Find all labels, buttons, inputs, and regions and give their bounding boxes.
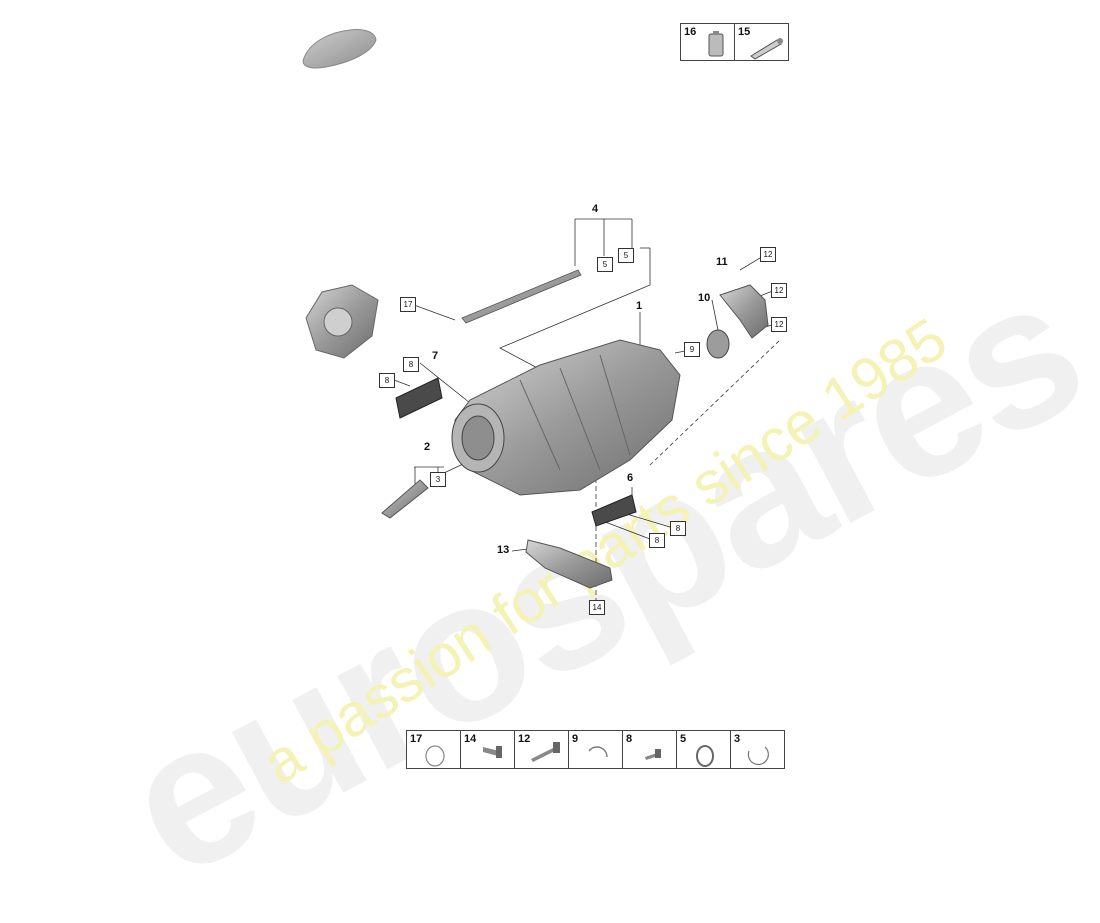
legend-cell-9: 9 — [569, 731, 623, 768]
legend-cell-14: 14 — [461, 731, 515, 768]
box-callout-17: 17 — [400, 297, 416, 312]
cover-part — [719, 284, 769, 339]
bracket-part — [395, 377, 443, 419]
oil-bottle-icon — [708, 31, 724, 57]
legend-num: 8 — [626, 733, 633, 745]
o-ring-icon — [425, 745, 445, 767]
bolt-icon — [483, 746, 502, 758]
box-callout-12b: 12 — [771, 283, 787, 298]
box-callout-8c: 8 — [670, 521, 686, 536]
legend-num: 14 — [464, 733, 477, 745]
box-callout-9: 9 — [684, 342, 700, 357]
exploded-view — [302, 29, 781, 600]
box-callout-8d: 8 — [649, 533, 665, 548]
legend-num: 17 — [410, 733, 423, 745]
legend-cell-12: 12 — [515, 731, 569, 768]
box-callout-8b: 8 — [379, 373, 395, 388]
mount-part — [525, 539, 613, 589]
box-callout-12: 12 — [760, 247, 776, 262]
callout-2: 2 — [424, 441, 431, 453]
seal-ring-icon — [696, 745, 714, 767]
short-bolt-icon — [645, 749, 661, 760]
callout-11: 11 — [716, 256, 728, 268]
legend-num: 12 — [518, 733, 531, 745]
legend-cell-5: 5 — [677, 731, 731, 768]
box-callout-5: 5 — [597, 257, 613, 272]
legend-cell-3: 3 — [731, 731, 784, 768]
top-parts-legend: 16 15 — [680, 23, 789, 61]
legend-num: 16 — [684, 26, 697, 38]
legend-cell-15: 15 — [735, 24, 788, 60]
input-shaft — [381, 479, 429, 519]
snap-ring-icon — [747, 746, 769, 766]
box-callout-12c: 12 — [771, 317, 787, 332]
car-silhouette-icon — [302, 29, 377, 69]
legend-num: 9 — [572, 733, 579, 745]
shaft-part — [461, 269, 582, 324]
grease-tube-icon — [750, 38, 783, 60]
legend-cell-17: 17 — [407, 731, 461, 768]
box-callout-14: 14 — [589, 600, 605, 615]
callout-1: 1 — [636, 300, 643, 312]
legend-cell-16: 16 — [681, 24, 735, 60]
box-callout-3: 3 — [430, 472, 446, 487]
box-callout-5b: 5 — [618, 248, 634, 263]
callout-6: 6 — [627, 472, 634, 484]
bracket-part-6 — [591, 494, 637, 527]
box-callout-8: 8 — [403, 357, 419, 372]
legend-cell-8: 8 — [623, 731, 677, 768]
seal-part — [706, 329, 730, 359]
callout-4: 4 — [592, 203, 599, 215]
legend-num: 5 — [680, 733, 687, 745]
long-bolt-icon — [531, 742, 560, 762]
bottom-parts-legend: 17 14 12 9 8 5 3 — [406, 730, 785, 769]
legend-num: 3 — [734, 733, 741, 745]
callout-13: 13 — [497, 544, 510, 556]
callout-10: 10 — [698, 292, 711, 304]
callout-7: 7 — [432, 350, 439, 362]
circlip-icon — [588, 746, 608, 758]
parts-diagram: eurospares a passion for parts since 198… — [91, 23, 1100, 920]
legend-num: 15 — [738, 26, 751, 38]
